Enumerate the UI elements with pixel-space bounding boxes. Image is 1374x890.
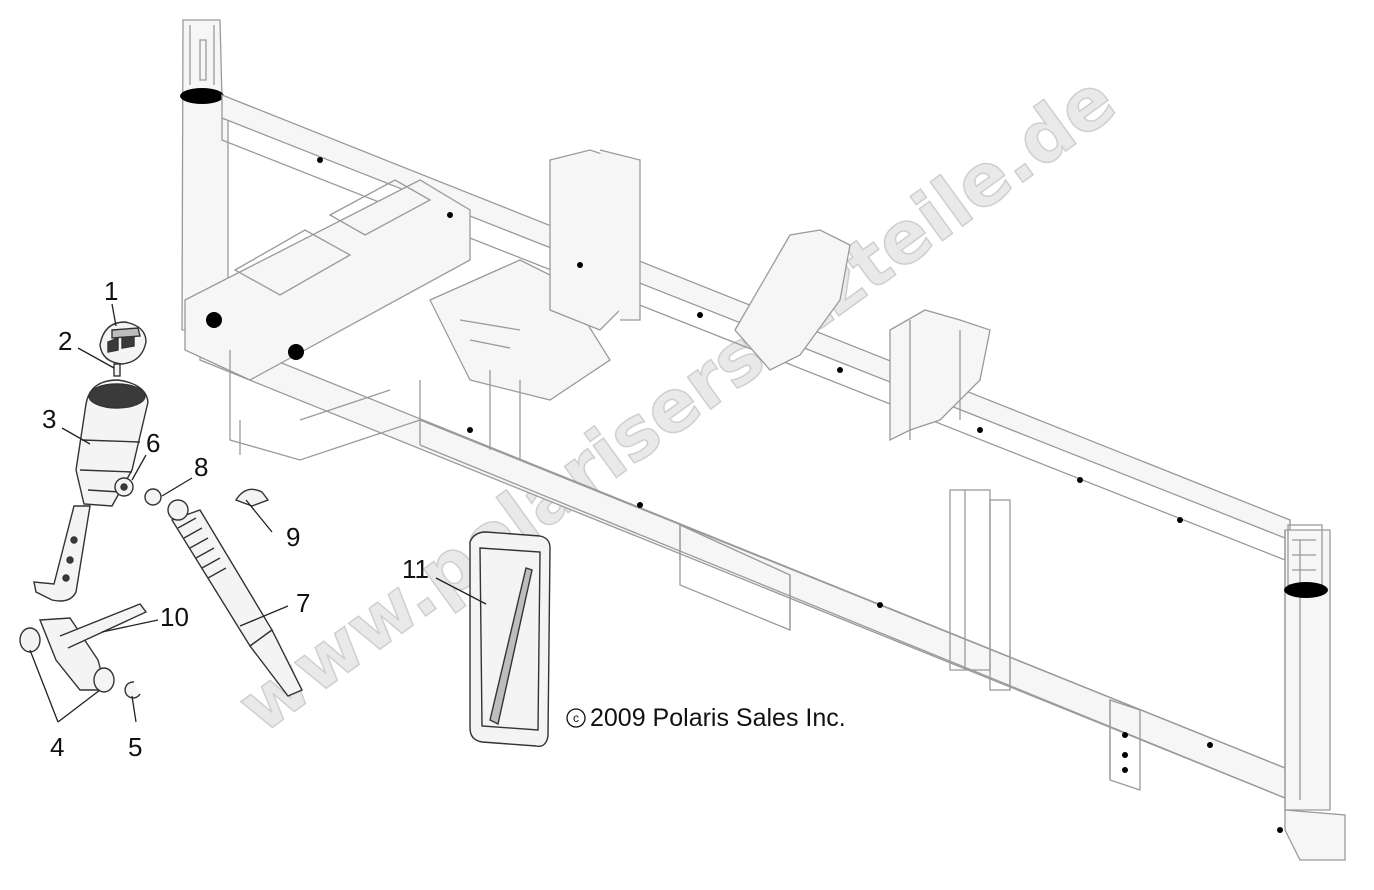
callout-4: 4 (50, 732, 64, 762)
part-4-pivot-bushing (19, 603, 148, 693)
callout-2: 2 (58, 326, 72, 356)
callout-5: 5 (128, 732, 142, 762)
copyright-notice: c 2009 Polaris Sales Inc. (566, 704, 846, 732)
callout-6: 6 (146, 428, 160, 458)
copyright-symbol-letter: c (573, 711, 579, 725)
vehicle-frame (180, 19, 1346, 861)
part-9-clip (234, 488, 270, 507)
lever-shaft (33, 505, 91, 602)
callout-11: 11 (402, 554, 429, 584)
part-2-pin (113, 363, 121, 377)
callout-9: 9 (286, 522, 300, 552)
part-1-shift-knob (99, 321, 147, 365)
callout-8: 8 (194, 452, 208, 482)
part-8-ball-joint (144, 488, 189, 521)
callout-1: 1 (104, 276, 118, 306)
part-7-damper (170, 509, 303, 697)
copyright-symbol-icon (566, 708, 586, 728)
callout-10: 10 (160, 602, 189, 632)
part-3-shift-boot (75, 379, 149, 507)
leader-lines (29, 303, 487, 723)
copyright-text: 2009 Polaris Sales Inc. (590, 704, 846, 732)
part-11-pad (469, 531, 551, 747)
callout-7: 7 (296, 588, 310, 618)
part-6-nut (114, 477, 134, 497)
part-5-circlip (124, 681, 141, 699)
callout-3: 3 (42, 404, 56, 434)
